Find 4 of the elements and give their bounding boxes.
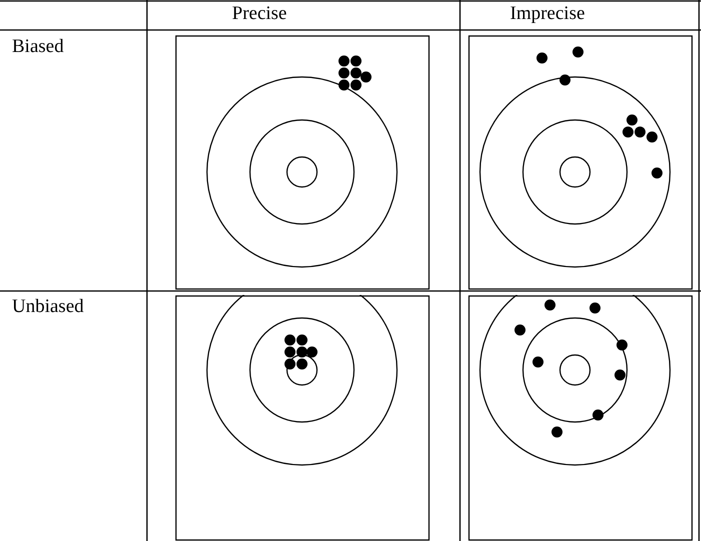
column-header: Precise bbox=[232, 3, 287, 25]
column-header: Imprecise bbox=[510, 3, 585, 25]
row-header: Unbiased bbox=[12, 296, 84, 318]
row-header: Biased bbox=[12, 36, 64, 58]
